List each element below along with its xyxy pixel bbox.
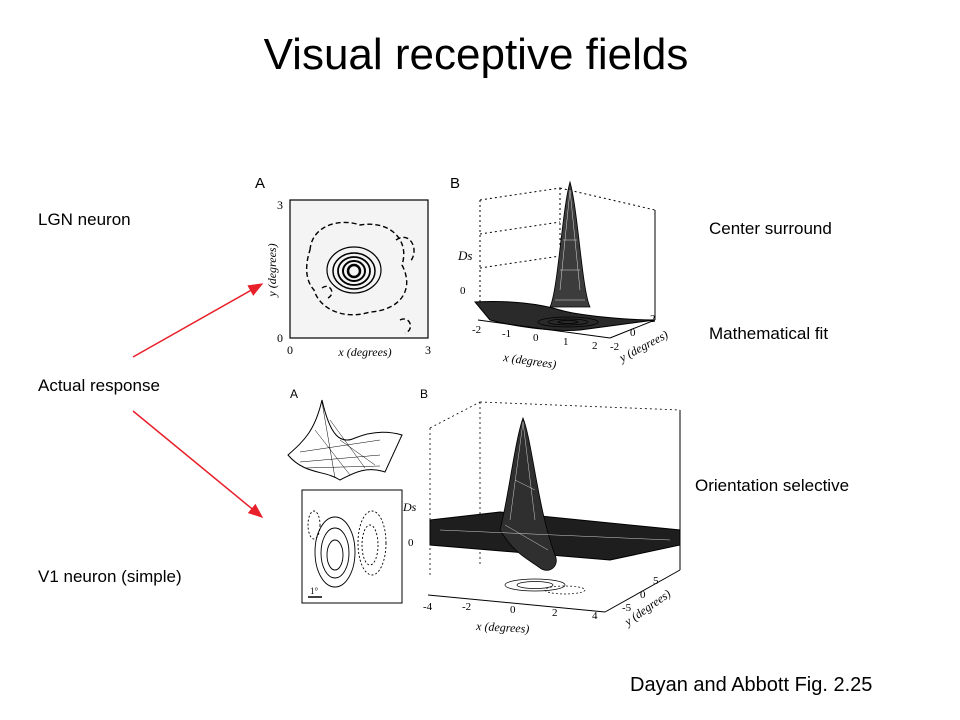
v1-off-contours [307, 510, 387, 576]
lgn-b-zlabel: Ds [457, 248, 472, 263]
v1-b-xtick-2: 0 [510, 604, 516, 616]
lgn-b-xtick-2: 0 [533, 332, 539, 344]
lgn-b-ytick-2: 2 [650, 313, 656, 325]
v1-panel-b-letter: B [420, 387, 428, 401]
lgn-b-xaxis [477, 319, 611, 339]
lgn-b-ytick-1: 0 [630, 327, 636, 339]
lgn-b-xtick-0: -2 [472, 324, 481, 336]
slide-title: Visual receptive fields [263, 30, 689, 79]
lgn-b-xtick-4: 2 [592, 340, 598, 352]
v1-b-ztick: 0 [408, 537, 414, 549]
v1-figure: A 1° B [287, 387, 681, 635]
arrow-to-v1 [132, 410, 264, 518]
lgn-center-contours [326, 246, 382, 294]
lgn-a-xtick-right: 3 [425, 343, 431, 357]
lgn-a-ytick-top: 3 [277, 198, 283, 212]
v1-b-xlabel: x (degrees) [475, 619, 530, 635]
v1-b-xtick-1: -2 [462, 601, 471, 613]
lgn-figure: A 3 0 0 3 x (degrees) y (degrees) B [255, 175, 670, 370]
v1-base-contours [504, 578, 566, 592]
citation: Dayan and Abbott Fig. 2.25 [630, 674, 873, 696]
orientation-selective-label: Orientation selective [695, 476, 850, 495]
v1-b-xaxis [427, 594, 606, 613]
v1-on-contours [314, 516, 356, 588]
lgn-b-ytick-0: -2 [610, 341, 619, 353]
lgn-b-ylabel: y (degrees) [616, 327, 670, 365]
v1-panel-a-letter: A [290, 387, 298, 401]
lgn-base-contours [537, 316, 599, 328]
lgn-a-xtick-left: 0 [287, 343, 293, 357]
v1-b-zlabel: Ds [402, 500, 417, 514]
actual-response-label: Actual response [38, 376, 160, 395]
lgn-surface-mesh [555, 189, 585, 301]
v1-surface-mesh [439, 421, 671, 551]
v1-b-ytick-0: 5 [653, 575, 659, 587]
arrow-to-lgn [132, 283, 264, 358]
lgn-a-ylabel: y (degrees) [265, 243, 279, 297]
lgn-a-xlabel: x (degrees) [337, 345, 391, 359]
v1-surface-peak [499, 416, 557, 571]
v1-contour-plot [301, 489, 403, 604]
lgn-surface-peak [549, 180, 591, 308]
v1-b-yaxis [604, 569, 681, 613]
lgn-a-ytick-bottom: 0 [277, 331, 283, 345]
lgn-surround-contours [305, 221, 415, 334]
lgn-b-xlabel: x (degrees) [502, 350, 558, 370]
v1-scale-label: 1° [310, 586, 319, 596]
v1-neuron-label: V1 neuron (simple) [38, 567, 182, 586]
v1-b-ytick-1: 0 [640, 589, 646, 601]
v1-b-xtick-4: 4 [592, 610, 598, 622]
center-surround-label: Center surround [709, 219, 832, 238]
v1-small-surface-mesh [299, 401, 381, 479]
v1-base-contours-off [544, 585, 586, 595]
v1-b-xtick-0: -4 [423, 601, 433, 613]
v1-surface-flat [429, 511, 681, 561]
lgn-panel-b-letter: B [450, 175, 460, 192]
lgn-b-xtick-1: -1 [502, 328, 511, 340]
lgn-surface-base [473, 300, 656, 331]
v1-b-ytick-2: -5 [622, 602, 632, 614]
lgn-b-ztick: 0 [460, 285, 466, 297]
mathematical-fit-label: Mathematical fit [709, 324, 829, 343]
lgn-b-xtick-3: 1 [563, 336, 569, 348]
v1-b-xtick-3: 2 [552, 607, 558, 619]
lgn-panel-a-letter: A [255, 175, 265, 192]
lgn-neuron-label: LGN neuron [38, 210, 131, 229]
lgn-b-yaxis [609, 319, 656, 339]
